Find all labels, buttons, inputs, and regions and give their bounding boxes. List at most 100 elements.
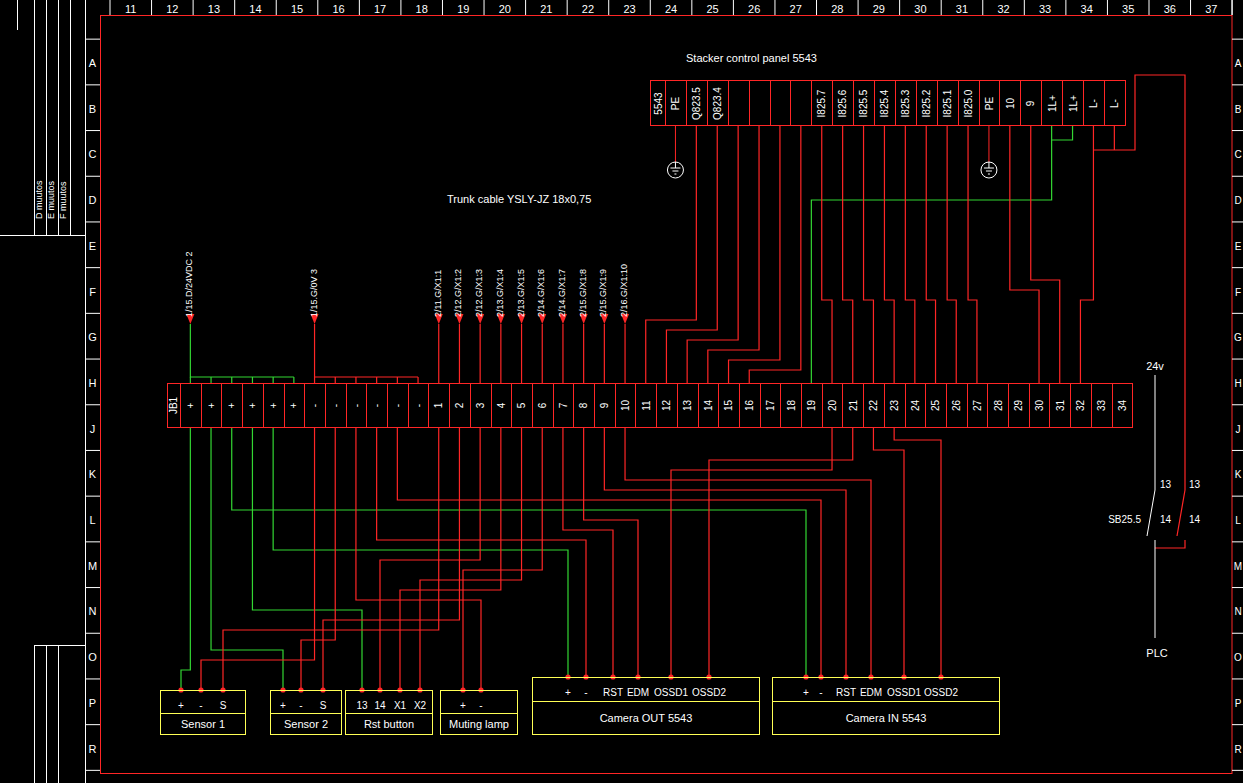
cross-reference: 1/15.G/0V 3 (310, 269, 320, 317)
pin-label: - (479, 700, 482, 711)
ruler-tick (234, 0, 235, 15)
terminal-label: + (206, 403, 217, 409)
device-name: Sensor 2 (284, 718, 328, 730)
wire (843, 126, 853, 383)
row-letter: G (1234, 332, 1242, 343)
contact-wire (1155, 540, 1156, 638)
terminal-label: 7 (558, 403, 569, 409)
signal-lead (604, 324, 605, 383)
device-name: Camera IN 5543 (846, 712, 927, 724)
ruler-tick (733, 0, 734, 15)
name-holder: Camera IN 5543 (773, 702, 999, 734)
ruler-tick (1232, 221, 1243, 222)
terminal-label: PE (984, 96, 995, 109)
column-number: 29 (873, 3, 885, 15)
revision-column-line (70, 0, 71, 235)
device-tag-holder: PLC (1146, 643, 1167, 661)
ruler-tick (1232, 450, 1243, 451)
row-letter: R (1234, 744, 1241, 755)
wire (397, 428, 821, 677)
device-name: Camera OUT 5543 (600, 712, 693, 724)
terminal-label: 25 (931, 400, 942, 411)
ruler-tick (1232, 541, 1243, 542)
column-number-holder: 27 (790, 0, 802, 17)
terminal-cell: 4 (491, 384, 512, 427)
ground-stem (988, 162, 989, 168)
cross-reference: 2/12.G/X1:2 (454, 269, 464, 317)
row-letter: D (89, 194, 97, 206)
pin-label: - (819, 687, 822, 698)
ruler-tick (359, 0, 360, 15)
pin-holder: + (565, 682, 571, 700)
terminal-cell: 6 (532, 384, 553, 427)
terminal-label: + (289, 403, 300, 409)
title-block-line (34, 645, 85, 646)
pin-holder: X2 (414, 695, 426, 713)
terminal-cell: 27 (967, 384, 988, 427)
column-number: 12 (166, 3, 178, 15)
revision-note: E muutos (47, 181, 57, 219)
row-letter-holder: H (1234, 373, 1241, 391)
row-letter: J (1236, 424, 1241, 435)
terminal-cell: 16 (739, 384, 760, 427)
terminal-cell: 14 (698, 384, 719, 427)
pin-label: X1 (394, 700, 406, 711)
pin-holder: - (199, 695, 202, 713)
contact-wire (1147, 375, 1155, 536)
contact-number-holder: 14 (1189, 509, 1200, 527)
pin-label: - (199, 700, 202, 711)
terminal-cell: Q823.4 (707, 81, 728, 125)
terminal-cell: I825.3 (895, 81, 916, 125)
terminal-label: 5 (517, 403, 528, 409)
ruler-tick (691, 0, 692, 15)
terminal-cell: Q823.5 (686, 81, 707, 125)
column-number: 31 (956, 3, 968, 15)
terminal-label: 29 (1013, 400, 1024, 411)
signal-lead (583, 324, 584, 383)
wire (822, 126, 832, 383)
bus-wiring (186, 314, 629, 383)
column-number-holder: 14 (249, 0, 261, 17)
column-number: 24 (665, 3, 677, 15)
column-number-holder: 24 (665, 0, 677, 17)
pin-label: OSSD2 (692, 687, 726, 698)
ruler-tick (1232, 130, 1243, 131)
ruler-tick (1232, 176, 1243, 177)
ruler-tick (1232, 313, 1243, 314)
terminal-label: 6 (537, 403, 548, 409)
terminal-label: I825.4 (879, 89, 890, 117)
cross-reference: 2/12.G/X1:3 (475, 269, 485, 317)
terminal-label: 34 (1117, 400, 1128, 411)
terminal-cell: 1L+ (1041, 81, 1062, 125)
terminal-cell: I825.7 (811, 81, 832, 125)
terminal-strip: JB1++++++------1234567891011121314151617… (167, 383, 1133, 428)
terminal-cell (728, 81, 749, 125)
wire (708, 126, 759, 383)
contact-number: 14 (1189, 514, 1200, 525)
row-letter-holder: C (89, 144, 97, 162)
column-number-holder: 23 (623, 0, 635, 17)
terminal-label: + (247, 403, 258, 409)
column-number: 25 (706, 3, 718, 15)
row-letter-holder: J (1236, 419, 1241, 437)
name-holder: Rst button (346, 714, 432, 734)
cable-name-holder: Trunk cable YSLY-JZ 18x0,75 (447, 189, 591, 207)
row-letter: B (89, 103, 96, 115)
terminal-label: 19 (806, 400, 817, 411)
terminal-label: I825.1 (942, 89, 953, 117)
wire (625, 428, 871, 677)
wire (380, 428, 480, 690)
box-divider (441, 713, 517, 714)
ruler-tick (85, 84, 100, 85)
row-letter-holder: H (89, 373, 97, 391)
column-number-holder: 21 (540, 0, 552, 17)
ruler-tick (941, 0, 942, 15)
cable-name: Trunk cable YSLY-JZ 18x0,75 (447, 193, 591, 205)
cross-reference: 2/11.G/X1:1 (434, 270, 444, 317)
terminal-label: L- (1109, 99, 1120, 108)
wire (201, 428, 315, 690)
row-letter: M (1234, 561, 1242, 572)
terminal-cell: 7 (553, 384, 574, 427)
terminal-label: 26 (951, 400, 962, 411)
wire (968, 126, 977, 383)
